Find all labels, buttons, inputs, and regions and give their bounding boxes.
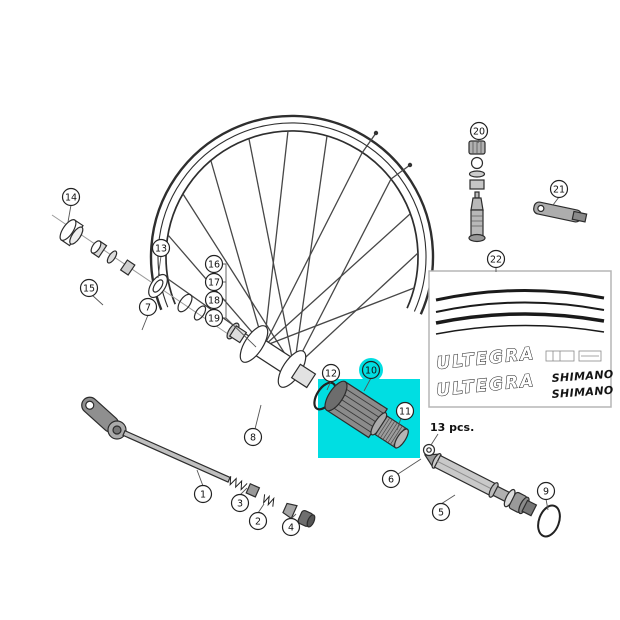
hub-body [226,322,317,389]
callout-10: 10 [361,360,381,380]
svg-text:13: 13 [155,243,167,254]
svg-text:21: 21 [553,184,565,195]
svg-text:19: 19 [208,313,220,324]
svg-text:16: 16 [208,259,220,270]
svg-text:2: 2 [255,516,261,527]
svg-text:5: 5 [438,507,444,518]
callout-22: 22 [486,249,506,269]
callout-7: 7 [138,297,158,317]
callout-1: 1 [193,484,213,504]
qr-end-cap [297,509,316,528]
svg-text:22: 22 [490,254,502,265]
svg-text:18: 18 [208,295,220,306]
dust-cap [59,219,84,247]
svg-text:6: 6 [388,474,394,485]
svg-text:4: 4 [288,522,294,533]
svg-text:15: 15 [83,283,95,294]
cone [90,240,108,259]
svg-text:9: 9 [543,486,549,497]
callout-17: 17 [204,272,224,292]
callout-16: 16 [204,254,224,274]
callout-14: 14 [61,187,81,207]
svg-text:8: 8 [250,432,256,443]
callout-6: 6 [381,469,401,489]
washer [106,250,118,264]
callout-13: 13 [151,238,171,258]
callout-12: 12 [321,363,341,383]
qr-cone [282,502,298,520]
nipple-washer-13pcs [422,443,436,457]
callout-19: 19 [204,308,224,328]
callout-15: 15 [79,278,99,298]
seal-ring-small [193,305,207,321]
callout-5: 5 [431,502,451,522]
callout-4: 4 [281,517,301,537]
svg-text:3: 3 [237,498,243,509]
spoke-nipple [407,162,413,168]
callout-11: 11 [395,401,415,421]
svg-text:14: 14 [65,192,77,203]
left-hub-small-parts [59,219,207,321]
wheel-rim [149,114,435,315]
callout-9: 9 [536,481,556,501]
svg-text:20: 20 [473,126,485,137]
svg-text:12: 12 [325,368,337,379]
quick-release [81,396,316,528]
callout-18: 18 [204,290,224,310]
axle-o-ring [537,504,561,538]
certification-marks [545,350,602,362]
svg-text:11: 11 [399,406,411,417]
qr-lever [81,396,120,433]
shimano-decal-bottom: SHIMANO [551,384,614,401]
valve-tool [533,201,588,223]
svg-text:17: 17 [208,277,220,288]
valve-unit [468,140,486,243]
pcs-label: 13 pcs. [430,421,474,434]
decal-sheet: ULTEGRA ULTEGRA SHIMANO SHIMANO [428,270,614,408]
callout-2: 2 [248,511,268,531]
lock-nut [119,259,136,276]
svg-text:1: 1 [200,489,206,500]
leader-lines [67,138,560,520]
spoke-nipple [373,130,379,136]
callout-3: 3 [230,493,250,513]
callout-8: 8 [243,427,263,447]
callout-20: 20 [469,121,489,141]
seal-ring [177,293,193,313]
qr-rod [122,429,261,498]
shimano-decal-top: SHIMANO [551,368,614,385]
freehub-body [324,380,409,449]
qr-spring [262,494,275,507]
bearing-ring [148,273,168,299]
svg-text:10: 10 [365,365,377,376]
svg-text:7: 7 [145,302,151,313]
callout-21: 21 [549,179,569,199]
axle-unit [423,453,538,517]
